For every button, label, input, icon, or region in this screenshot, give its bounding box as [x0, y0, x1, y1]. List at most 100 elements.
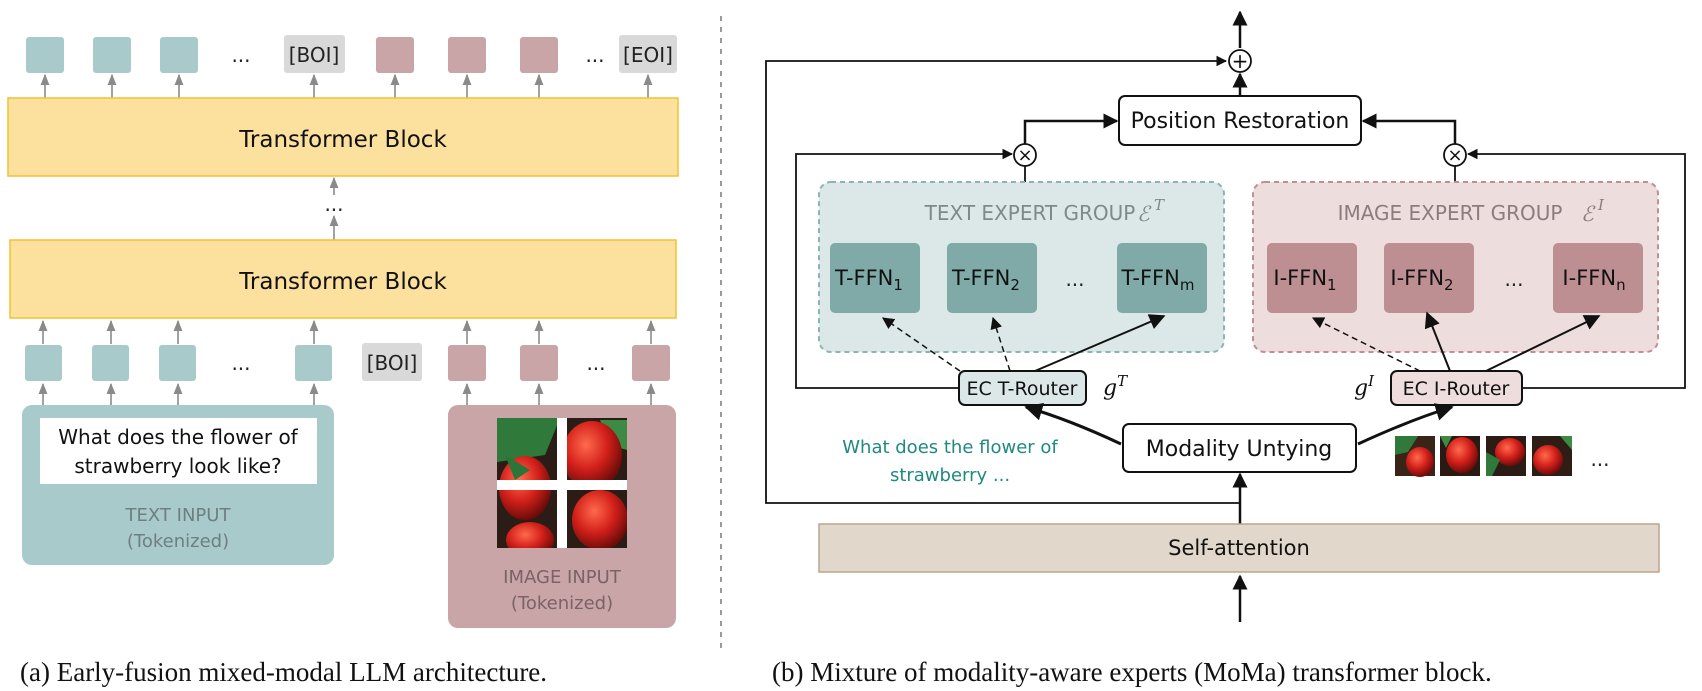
text-to-restoration-arrow [1023, 113, 1119, 144]
token-ellipsis: ... [231, 351, 250, 375]
t-ffn-m-label: T-FFNm [1121, 266, 1195, 294]
modality-untying-label: Modality Untying [1146, 437, 1332, 462]
residual-connection [765, 55, 1240, 504]
top-token-arrows [40, 73, 653, 98]
i-ffn-ellipsis: ... [1504, 267, 1523, 291]
strawberry-image [497, 418, 627, 548]
image-expert-group-title: IMAGE EXPERT GROUP [1338, 201, 1563, 225]
token-ellipsis: ... [231, 43, 250, 67]
untying-to-i-router-arrow [1357, 403, 1454, 446]
image-token [448, 345, 486, 381]
text-expert-group-title: TEXT EXPERT GROUP [924, 201, 1136, 225]
middle-connector: ... [324, 176, 344, 240]
text-multiply-symbol: × [1017, 145, 1032, 166]
t-ffn-m [1117, 243, 1207, 313]
layer-ellipsis: ... [324, 192, 343, 216]
i-ffn-n-label: I-FFNn [1562, 266, 1625, 294]
boi-token [284, 35, 345, 73]
eoi-token-label: [EOI] [623, 43, 673, 67]
text-expert-group-symbol-sup: T [1154, 196, 1165, 214]
caption-a: (a) Early-fusion mixed-modal LLM archite… [20, 657, 547, 687]
i-ffn-2-label: I-FFN2 [1390, 266, 1453, 294]
image-gate-line [1466, 148, 1686, 389]
untying-to-t-router-arrow [1024, 402, 1122, 446]
boi-token-label: [BOI] [367, 351, 418, 375]
image-token [520, 345, 558, 381]
self-attention-label: Self-attention [1168, 536, 1310, 560]
transformer-block-top [7, 97, 679, 177]
ec-i-router [1390, 370, 1523, 406]
image-token [376, 37, 414, 73]
right-panel: + Position Restoration × × TEXT EXPERT G… [765, 10, 1686, 687]
i-ffn-n [1553, 243, 1643, 313]
gate-t-label: gT [1103, 372, 1128, 401]
t-ffn-2 [947, 243, 1037, 313]
image-input-label-line1: IMAGE INPUT [503, 567, 622, 588]
i-ffn-1 [1267, 243, 1357, 313]
text-token [93, 37, 131, 73]
i-ffn-2 [1384, 243, 1474, 313]
self-attention-box [818, 523, 1660, 573]
text-token [92, 345, 129, 381]
image-token [632, 345, 670, 381]
image-expert-group-symbol-sup: I [1597, 196, 1605, 214]
t-router-dispatch-arrows [882, 314, 1166, 372]
token-ellipsis: ... [585, 43, 604, 67]
text-token [26, 37, 64, 73]
image-patch [1440, 436, 1480, 476]
boi-token-label: [BOI] [289, 43, 340, 67]
transformer-block-bottom [9, 239, 677, 319]
position-restoration-label: Position Restoration [1131, 109, 1350, 134]
image-input-label-line2: (Tokenized) [511, 593, 613, 614]
t-ffn-ellipsis: ... [1065, 267, 1084, 291]
input-arrows-up [38, 382, 656, 405]
i-ffn-1-label: I-FFN1 [1273, 266, 1336, 294]
transformer-block-top-label: Transformer Block [238, 127, 447, 153]
image-patch-ellipsis: ... [1590, 447, 1609, 471]
text-input-label-line1: TEXT INPUT [125, 505, 232, 526]
position-restoration-box [1118, 95, 1362, 146]
residual-add-node [1228, 49, 1252, 73]
image-multiply-symbol: × [1447, 145, 1462, 166]
text-input-label-line2: (Tokenized) [127, 531, 229, 552]
t-ffn-2-label: T-FFN2 [951, 266, 1020, 294]
modality-untying-box [1122, 423, 1357, 473]
ec-t-router-label: EC T-Router [967, 378, 1078, 400]
top-token-row: ... [BOI] ... [EOI] [26, 35, 677, 73]
eoi-token [619, 35, 677, 73]
image-patch [1532, 436, 1572, 476]
text-input-question-box [40, 418, 317, 484]
image-expert-group-symbol: ℰ [1581, 202, 1596, 226]
text-token [295, 345, 332, 381]
caption-b: (b) Mixture of modality-aware experts (M… [772, 657, 1492, 687]
image-patch [1395, 436, 1435, 477]
residual-add-symbol: + [1232, 49, 1249, 73]
text-token [160, 37, 198, 73]
t-ffn-1-label: T-FFN1 [834, 266, 903, 294]
bottom-token-arrows-up [38, 319, 656, 344]
text-expert-group-symbol: ℰ [1137, 202, 1152, 226]
image-token [520, 37, 558, 73]
boi-token [362, 343, 422, 381]
left-panel: ... [BOI] ... [EOI] Transformer Block [7, 35, 679, 687]
token-ellipsis: ... [586, 351, 605, 375]
image-to-restoration-arrow [1361, 113, 1457, 144]
text-snippet-line1: What does the flower of [842, 437, 1058, 458]
i-router-dispatch-arrows [1311, 311, 1601, 372]
transformer-block-bottom-label: Transformer Block [238, 269, 447, 295]
text-snippet-line2: strawberry ... [890, 465, 1010, 486]
text-token [159, 345, 196, 381]
ec-i-router-label: EC I-Router [1403, 378, 1510, 400]
text-gate-line [795, 148, 1014, 389]
image-patch-row: ... [1395, 436, 1610, 477]
gate-i-label: gI [1354, 372, 1375, 401]
text-input-question-line1: What does the flower of [58, 425, 298, 449]
t-ffn-1 [830, 243, 920, 313]
bottom-token-row: ... [BOI] ... [25, 343, 670, 381]
image-patch [1486, 436, 1526, 476]
text-input-question-line2: strawberry look like? [74, 454, 281, 478]
text-token [25, 345, 62, 381]
ec-t-router [958, 370, 1087, 406]
image-token [448, 37, 486, 73]
